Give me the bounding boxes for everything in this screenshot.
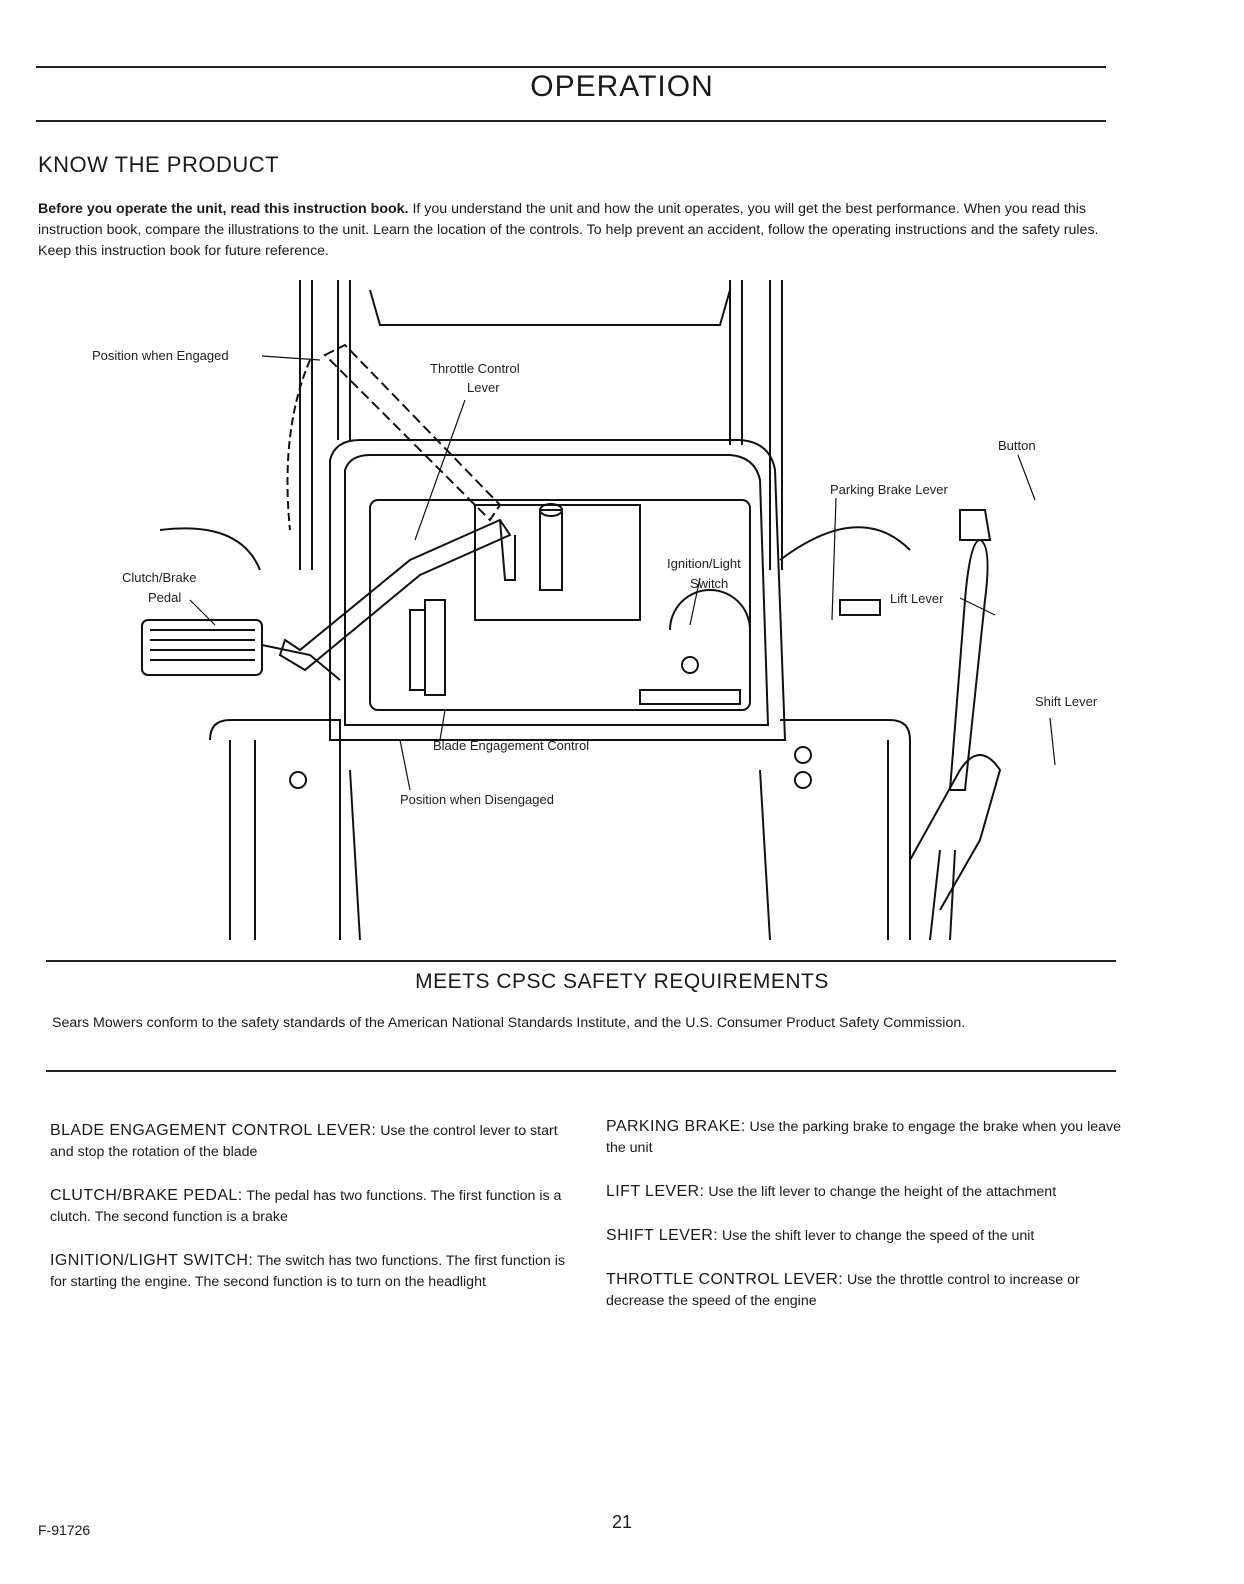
top-rule: [36, 66, 1106, 68]
item-term: BLADE ENGAGEMENT CONTROL LEVER:: [50, 1122, 377, 1139]
label-button: Button: [998, 438, 1036, 453]
list-item: BLADE ENGAGEMENT CONTROL LEVER: Use the …: [50, 1120, 570, 1163]
item-desc: Use the control lever to start and stop …: [50, 1123, 558, 1160]
label-ignition-1: Ignition/Light: [667, 556, 741, 571]
item-desc: The switch has two functions. The first …: [50, 1253, 565, 1290]
item-term: SHIFT LEVER:: [606, 1227, 719, 1244]
item-term: LIFT LEVER:: [606, 1183, 705, 1200]
cpsc-top-rule: [46, 960, 1116, 962]
list-item: CLUTCH/BRAKE PEDAL: The pedal has two fu…: [50, 1185, 570, 1228]
title-underline: [36, 120, 1106, 122]
item-term: IGNITION/LIGHT SWITCH:: [50, 1252, 254, 1269]
label-clutch-2: Pedal: [148, 590, 181, 605]
item-desc: Use the parking brake to engage the brak…: [606, 1119, 1122, 1156]
list-item: IGNITION/LIGHT SWITCH: The switch has tw…: [50, 1250, 570, 1293]
intro-paragraph: Before you operate the unit, read this i…: [38, 199, 1118, 262]
list-item: THROTTLE CONTROL LEVER: Use the throttle…: [606, 1269, 1126, 1312]
item-term: CLUTCH/BRAKE PEDAL:: [50, 1187, 243, 1204]
cpsc-body: Sears Mowers conform to the safety stand…: [52, 1015, 966, 1031]
label-position-disengaged: Position when Disengaged: [400, 792, 554, 807]
label-ignition-2: Switch: [690, 576, 728, 591]
list-item: LIFT LEVER: Use the lift lever to change…: [606, 1181, 1126, 1203]
label-throttle-2: Lever: [467, 380, 500, 395]
item-desc: Use the lift lever to change the height …: [708, 1184, 1057, 1200]
left-column: BLADE ENGAGEMENT CONTROL LEVER: Use the …: [50, 1120, 570, 1315]
page-title: OPERATION: [530, 70, 714, 103]
label-lift-lever: Lift Lever: [890, 591, 944, 606]
item-desc: Use the shift lever to change the speed …: [722, 1228, 1035, 1244]
label-blade-engagement: Blade Engagement Control: [433, 738, 589, 753]
page-number: 21: [611, 1512, 633, 1532]
item-desc: The pedal has two functions. The first f…: [50, 1188, 562, 1225]
intro-text: If you understand the unit and how the u…: [38, 201, 1099, 259]
section-heading-know-product: KNOW THE PRODUCT: [38, 152, 280, 177]
item-term: THROTTLE CONTROL LEVER:: [606, 1271, 844, 1288]
cpsc-heading: MEETS CPSC SAFETY REQUIREMENTS: [415, 970, 829, 993]
list-item: PARKING BRAKE: Use the parking brake to …: [606, 1116, 1126, 1159]
label-clutch-1: Clutch/Brake: [122, 570, 196, 585]
tractor-controls-diagram: Position when Engaged Throttle Control L…: [92, 280, 1098, 941]
list-item: SHIFT LEVER: Use the shift lever to chan…: [606, 1225, 1126, 1247]
label-parking-brake: Parking Brake Lever: [830, 482, 948, 497]
item-term: PARKING BRAKE:: [606, 1118, 746, 1135]
label-position-engaged: Position when Engaged: [92, 348, 229, 363]
right-column: PARKING BRAKE: Use the parking brake to …: [606, 1116, 1126, 1334]
document-code: F-91726: [38, 1522, 91, 1538]
cpsc-bottom-rule: [46, 1070, 1116, 1072]
label-throttle-1: Throttle Control: [430, 361, 520, 376]
item-desc: Use the throttle control to increase or …: [606, 1272, 1080, 1309]
label-shift-lever: Shift Lever: [1035, 694, 1098, 709]
intro-bold: Before you operate the unit, read this i…: [38, 201, 409, 217]
